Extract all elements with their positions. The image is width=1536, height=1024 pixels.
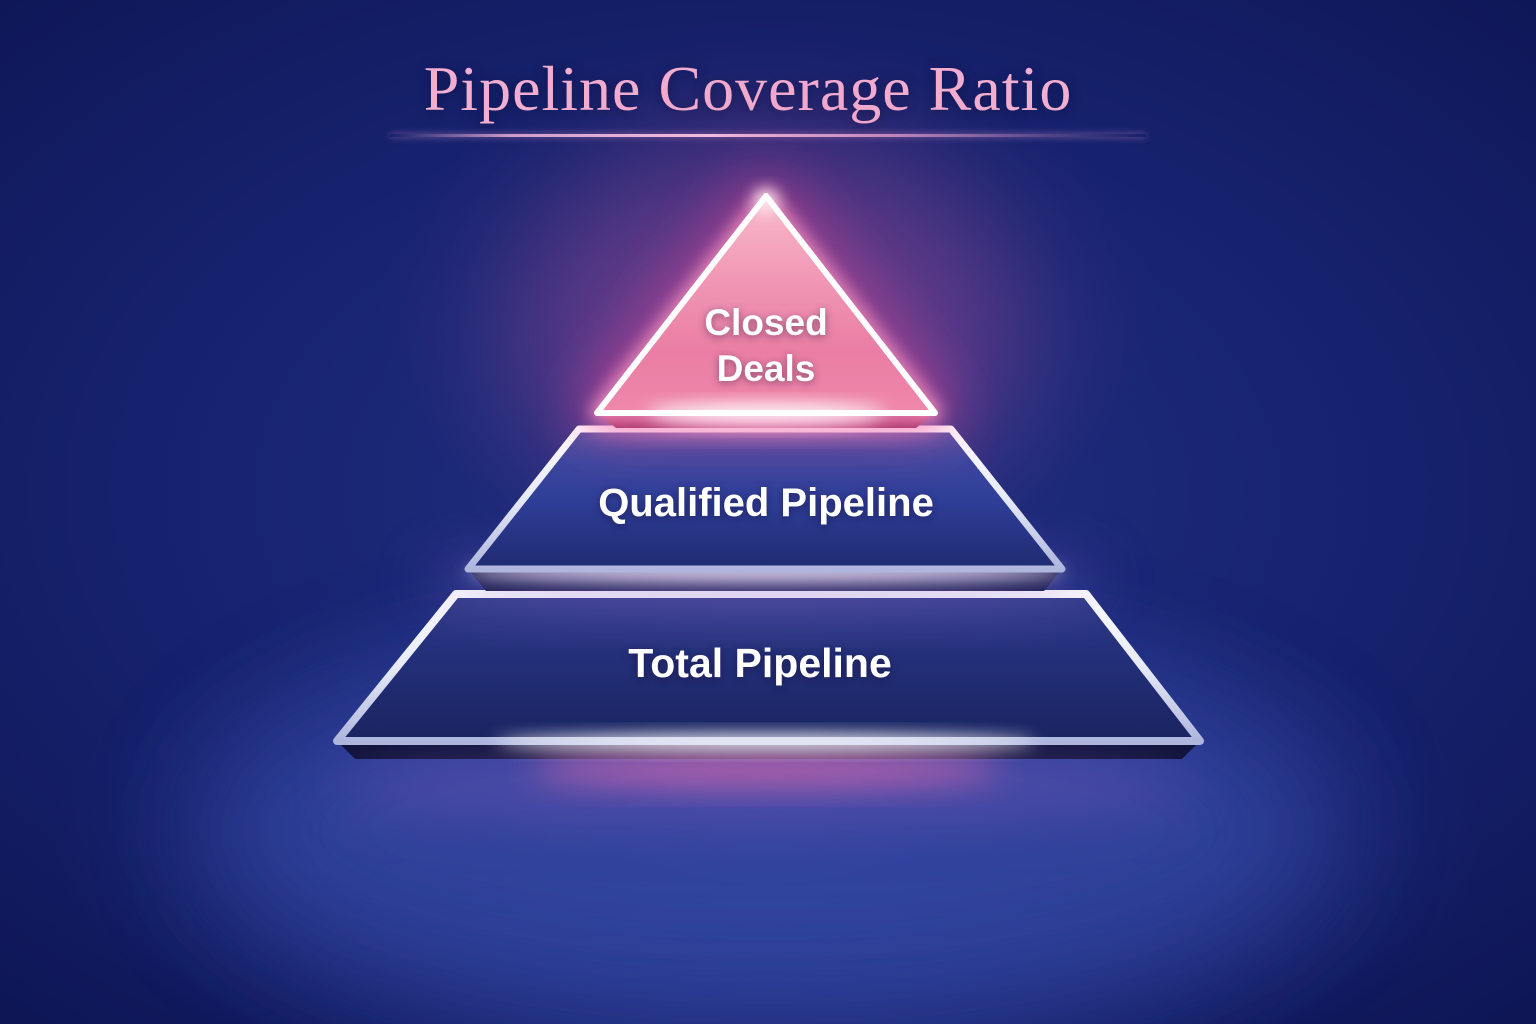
tier-closed-apex-flare (755, 190, 777, 212)
tier-label-qualified-pipeline: Qualified Pipeline (598, 481, 934, 525)
tier-label-total-pipeline: Total Pipeline (628, 640, 892, 686)
page-title: Pipeline Coverage Ratio (423, 53, 1073, 124)
tier-label-closed-deals: Closed Deals (704, 302, 828, 390)
tier-total-floor-glow-purple (336, 751, 1196, 819)
title-divider (390, 134, 1146, 137)
tier-closed-base-flare (646, 403, 886, 421)
tier-total-bottom-flare (496, 733, 1036, 751)
